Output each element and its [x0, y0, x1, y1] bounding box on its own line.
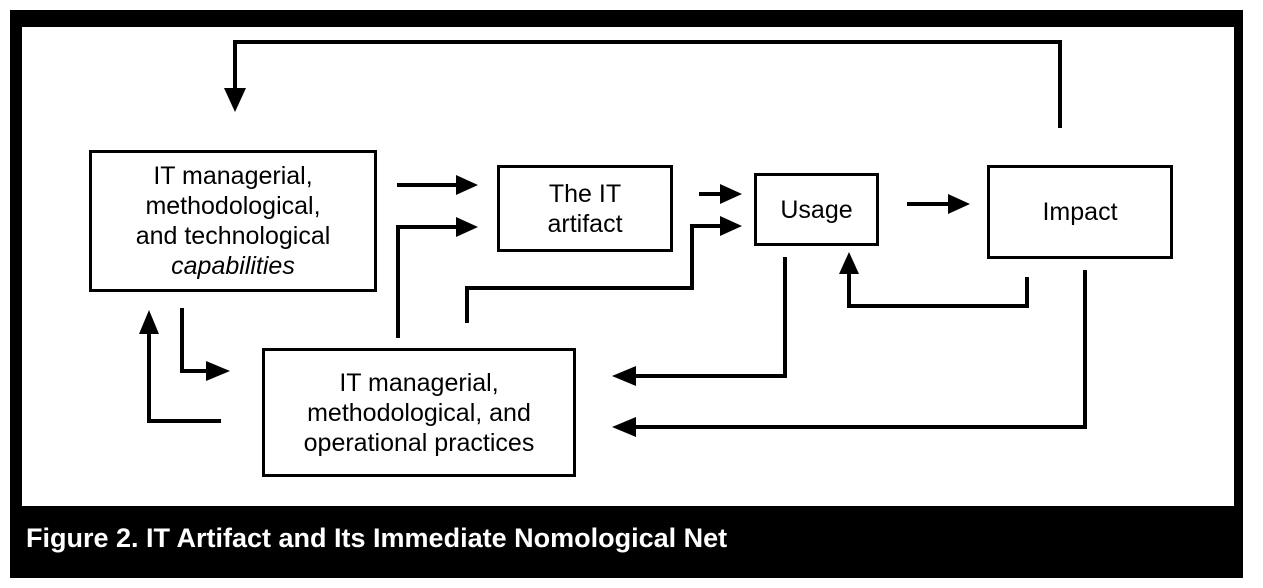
node-label-line: Impact: [1042, 198, 1118, 226]
node-label-line: methodological,: [145, 192, 321, 220]
node-label-line: operational practices: [303, 428, 535, 457]
node-label-line: Usage: [780, 195, 853, 224]
figure-caption: Figure 2. IT Artifact and Its Immediate …: [26, 523, 728, 553]
node-label-line: IT managerial,: [153, 162, 313, 190]
node-it-capabilities: IT managerial, methodological, and techn…: [89, 150, 377, 292]
node-label-line-italic: capabilities: [171, 252, 295, 280]
node-label-line: methodological, and: [307, 398, 531, 427]
node-label-line: artifact: [547, 209, 623, 238]
node-usage: Usage: [754, 173, 879, 246]
node-label-line: and technological: [135, 222, 331, 250]
node-label-line: IT managerial,: [339, 368, 499, 397]
node-label-line: The IT: [548, 179, 622, 208]
node-it-practices: IT managerial, methodological, and opera…: [262, 348, 576, 477]
node-it-artifact: The IT artifact: [497, 165, 673, 252]
node-impact: Impact: [987, 165, 1173, 259]
